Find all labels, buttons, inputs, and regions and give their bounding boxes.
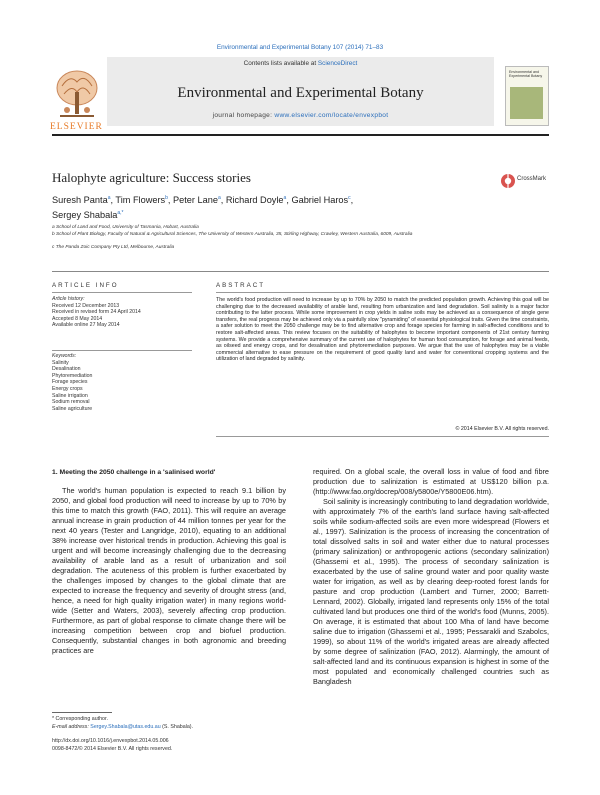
keyword: Forage species xyxy=(52,379,88,386)
affiliation-b: b School of Plant Biology, Faculty of Na… xyxy=(52,232,413,237)
paragraph-continued: required. On a global scale, the overall… xyxy=(313,467,549,496)
author-list: Suresh Pantaa, Tim Flowersb, Peter Lanea… xyxy=(52,192,472,222)
body-column-right: required. On a global scale, the overall… xyxy=(313,467,549,687)
issn-line: 0098-8472/© 2014 Elsevier B.V. All right… xyxy=(52,746,173,752)
abstract-text: The world's food production will need to… xyxy=(216,297,549,363)
crossmark-label: CrossMark xyxy=(517,176,547,182)
author-affiliation-marker[interactable]: a xyxy=(217,195,221,201)
cover-title: Environmental and Experimental Botany xyxy=(509,70,543,78)
author-separator: , xyxy=(110,195,116,206)
author-affiliation-marker[interactable]: a,* xyxy=(117,210,124,217)
article-info-header: ARTICLE INFO xyxy=(52,282,119,289)
email-suffix: (S. Shabala). xyxy=(160,724,194,730)
keyword: Saline agriculture xyxy=(52,405,93,412)
email-footnote: E-mail address: Sergey.Shabala@utas.edu.… xyxy=(52,724,292,731)
cover-image xyxy=(510,87,543,119)
keywords-block: Keywords: Salinity Desalination Phytorem… xyxy=(52,353,192,412)
author-name[interactable]: Tim Flowers xyxy=(115,195,166,206)
abstract-bottom-rule xyxy=(216,436,549,437)
author-affiliation-marker[interactable]: c xyxy=(348,195,351,201)
contents-prefix: Contents lists available at xyxy=(243,60,318,67)
author-separator: , xyxy=(167,195,173,206)
abstract-rule xyxy=(216,292,549,293)
crossmark-badge[interactable]: CrossMark xyxy=(500,172,550,195)
email-link[interactable]: Sergey.Shabala@utas.edu.au xyxy=(90,724,161,730)
publisher-name: ELSEVIER xyxy=(50,122,103,132)
homepage-link[interactable]: www.elsevier.com/locate/envexpbot xyxy=(274,112,389,119)
doi-link[interactable]: http://dx.doi.org/10.1016/j.envexpbot.20… xyxy=(52,738,169,744)
article-info-rule xyxy=(52,292,192,293)
abstract-header: ABSTRACT xyxy=(216,282,266,289)
keyword: Salinity xyxy=(52,359,69,366)
header-rule xyxy=(52,134,549,136)
keywords-rule xyxy=(52,350,192,351)
footnote-rule xyxy=(52,712,112,713)
journal-banner: Contents lists available at ScienceDirec… xyxy=(107,57,494,126)
elsevier-tree-logo xyxy=(52,68,102,122)
keywords-label: Keywords: xyxy=(52,353,77,359)
affiliation-rule xyxy=(52,271,549,272)
author-separator: , xyxy=(286,195,292,206)
author-affiliation-marker[interactable]: b xyxy=(165,195,168,201)
journal-title: Environmental and Experimental Botany xyxy=(177,85,424,101)
history-accepted: Accepted 8 May 2014 xyxy=(52,315,103,322)
author-name[interactable]: Gabriel Haros xyxy=(291,195,349,206)
history-revised: Received in revised form 24 April 2014 xyxy=(52,309,141,316)
paragraph: The world's human population is expected… xyxy=(52,486,286,655)
sciencedirect-link[interactable]: ScienceDirect xyxy=(317,60,358,67)
section-heading: 1. Meeting the 2050 challenge in a 'sali… xyxy=(52,469,216,476)
body-column-left: The world's human population is expected… xyxy=(52,486,286,656)
keyword: Sodium removal xyxy=(52,399,90,406)
keyword: Phytoremediation xyxy=(52,372,93,379)
author-name[interactable]: Peter Lane xyxy=(173,195,218,206)
email-label: E-mail address: xyxy=(52,724,91,730)
author-affiliation-marker[interactable]: a xyxy=(107,195,111,201)
contents-line: Contents lists available at ScienceDirec… xyxy=(107,60,494,67)
homepage-prefix: journal homepage: xyxy=(212,112,275,119)
affiliation-c: c The Panda Zoic Company Pty Ltd, Melbou… xyxy=(52,245,175,250)
keyword: Desalination xyxy=(52,366,81,373)
history-received: Received 12 December 2013 xyxy=(52,302,120,309)
article-history: Article history: Received 12 December 20… xyxy=(52,296,192,329)
author-name[interactable]: Suresh Panta xyxy=(52,195,108,206)
abstract-copyright: © 2014 Elsevier B.V. All rights reserved… xyxy=(455,426,549,432)
author-name[interactable]: Richard Doyle xyxy=(225,195,284,206)
author-separator: , xyxy=(350,195,354,206)
author-separator: , xyxy=(220,195,226,206)
article-title: Halophyte agriculture: Success stories xyxy=(52,170,251,185)
journal-cover-thumbnail[interactable]: Environmental and Experimental Botany xyxy=(505,66,549,126)
author-name[interactable]: Sergey Shabala xyxy=(52,210,118,221)
journal-reference[interactable]: Environmental and Experimental Botany 10… xyxy=(216,44,384,51)
author-affiliation-marker[interactable]: a xyxy=(283,195,287,201)
corresponding-author-note: * Corresponding author. xyxy=(52,716,108,722)
history-online: Available online 27 May 2014 xyxy=(52,322,120,329)
paragraph: Soil salinity is increasingly contributi… xyxy=(313,497,549,686)
affiliation-a: a School of Land and Food, University of… xyxy=(52,225,199,230)
keyword: Saline irrigation xyxy=(52,392,88,399)
journal-homepage: journal homepage: www.elsevier.com/locat… xyxy=(107,112,494,119)
history-label: Article history: xyxy=(52,296,85,302)
keyword: Energy crops xyxy=(52,385,83,392)
